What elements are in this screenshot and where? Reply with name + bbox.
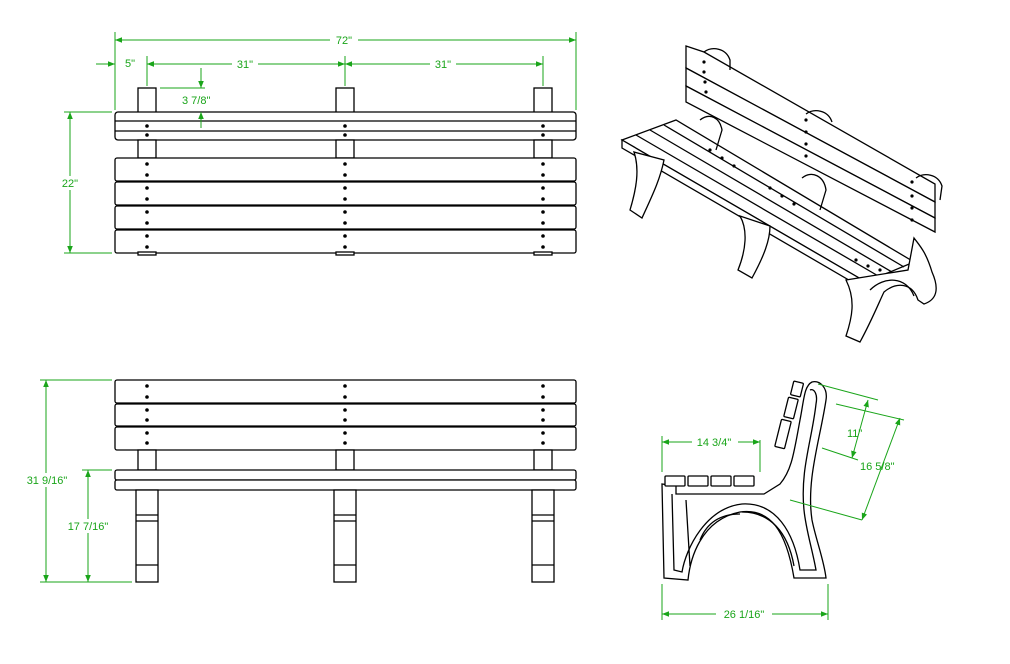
dim-seat-depth: 14 3/4" bbox=[697, 437, 732, 449]
dim-overall-length: 72" bbox=[336, 35, 352, 47]
dim-end-offset: 5" bbox=[125, 58, 135, 70]
front-view-screws bbox=[145, 384, 545, 445]
top-view-screws bbox=[145, 124, 545, 249]
side-view: 14 3/4" 11" 16 5/8" 26 1/16" bbox=[661, 380, 905, 621]
dim-leg-above-backrest: 3 7/8" bbox=[182, 95, 210, 107]
top-view-dimensions bbox=[56, 32, 577, 254]
iso-seat-screws bbox=[708, 148, 882, 272]
front-view-dimensions bbox=[22, 379, 132, 583]
dim-leg-spacing-left: 31" bbox=[237, 59, 253, 71]
dim-seat-height: 17 7/16" bbox=[68, 521, 109, 533]
dim-backrest-height: 11" bbox=[847, 428, 862, 440]
dim-backrest-span: 16 5/8" bbox=[860, 461, 895, 473]
front-legs bbox=[135, 489, 555, 583]
dim-plan-depth: 22" bbox=[62, 178, 78, 190]
isometric-view bbox=[620, 45, 943, 343]
dim-overall-depth: 26 1/16" bbox=[724, 609, 765, 621]
side-view-dimensions bbox=[661, 383, 905, 620]
iso-backrest-screws bbox=[702, 60, 914, 222]
dim-overall-height: 31 9/16" bbox=[27, 475, 68, 487]
top-view: 72" 5" 31" 31" 3 7/8" 22" bbox=[56, 32, 577, 256]
front-view: 31 9/16" 17 7/16" bbox=[22, 379, 577, 583]
dim-leg-spacing-right: 31" bbox=[435, 59, 451, 71]
